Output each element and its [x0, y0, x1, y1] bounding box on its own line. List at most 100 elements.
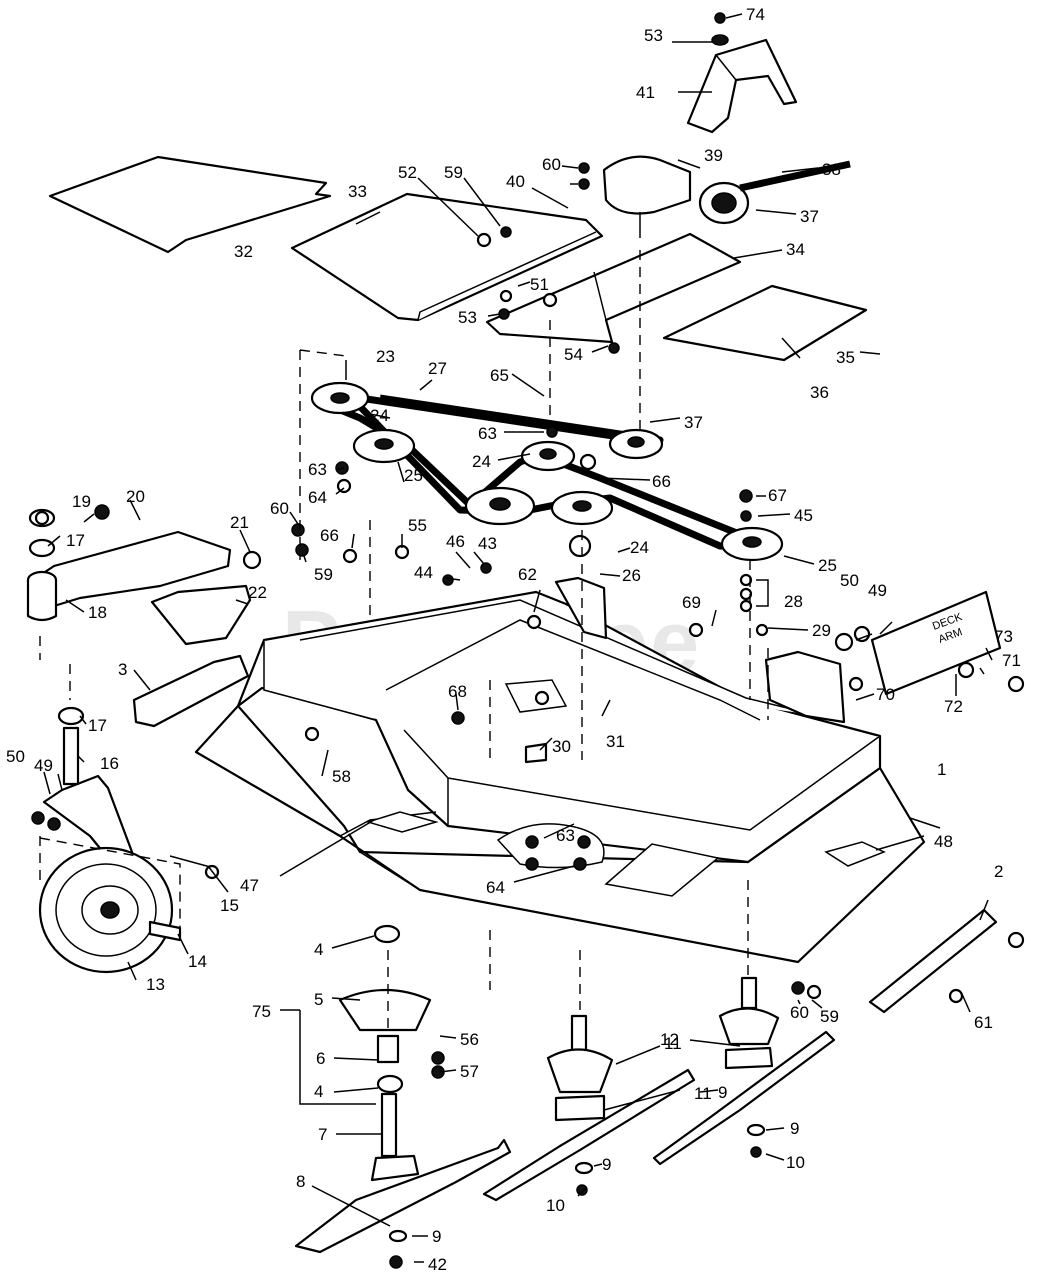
callout: 44: [414, 563, 433, 582]
callout: 3: [118, 660, 127, 679]
callout: 40: [506, 172, 525, 191]
callout: 5: [314, 990, 323, 1009]
callout: 67: [768, 486, 787, 505]
callout: 34: [786, 240, 805, 259]
callout: 63: [556, 826, 575, 845]
callout: 73: [994, 627, 1013, 646]
callout: 30: [552, 737, 571, 756]
callout: 41: [636, 83, 655, 102]
callout: 10: [786, 1153, 805, 1172]
callout: 60: [270, 499, 289, 518]
callout: 1: [937, 760, 946, 779]
callout: 17: [66, 531, 85, 550]
deck-hangers: [504, 576, 846, 724]
callout: 69: [682, 593, 701, 612]
callout: 11: [664, 1034, 682, 1053]
rear-deflector: [868, 908, 998, 1014]
callout: 6: [316, 1049, 325, 1068]
callout: 27: [428, 359, 447, 378]
callout: 28: [784, 592, 803, 611]
deck-arm: DECK ARM: [870, 590, 1002, 696]
callout: 55: [408, 516, 427, 535]
callout: 63: [478, 424, 497, 443]
callout: 65: [490, 366, 509, 385]
callout: 61: [974, 1013, 993, 1032]
callout: 39: [704, 146, 723, 165]
callout: 64: [308, 488, 327, 507]
leader-lines: [43, 13, 993, 1263]
callout: 15: [220, 896, 239, 915]
front-axle-arm: [26, 508, 232, 622]
callout: 21: [230, 513, 249, 532]
callout: 60: [790, 1003, 809, 1022]
hardware-fasteners: [31, 12, 1025, 1269]
callout: 19: [72, 492, 91, 511]
callout: 25: [404, 466, 423, 485]
discharge-side-plate: [132, 654, 250, 728]
callout: 31: [606, 732, 625, 751]
callout: 12: [660, 1030, 679, 1049]
callout: 53: [644, 26, 663, 45]
callout: 59: [820, 1007, 839, 1026]
spindle-assembly-right: [718, 976, 780, 1070]
callout: 16: [100, 754, 119, 773]
callout: 42: [428, 1255, 447, 1274]
callout: 13: [146, 975, 165, 994]
callout: 50: [840, 571, 859, 590]
callout: 18: [88, 603, 107, 622]
callout: 14: [188, 952, 207, 971]
callout: 52: [398, 163, 417, 182]
gearbox: [602, 155, 692, 238]
callout: 10: [546, 1196, 565, 1215]
callout: 49: [34, 756, 53, 775]
callout: 72: [944, 697, 963, 716]
callout: 26: [622, 566, 641, 585]
callout: 60: [542, 155, 561, 174]
callout: 46: [446, 532, 465, 551]
bracket-plate: [150, 584, 252, 646]
pulley-left: [310, 381, 416, 464]
callout: 25: [818, 556, 837, 575]
callout: 66: [320, 526, 339, 545]
alignment-lines: [39, 250, 769, 1030]
callout: 66: [652, 472, 671, 491]
callout: 37: [800, 207, 819, 226]
callout: 47: [240, 876, 259, 895]
callout: 38: [822, 160, 841, 179]
caster-wheel-assembly: [38, 706, 215, 974]
callout: 22: [248, 583, 267, 602]
callout: 74: [746, 5, 765, 24]
callout: 68: [448, 682, 467, 701]
callout: 33: [348, 182, 367, 201]
callout: 49: [868, 581, 887, 600]
belt-cover-left: [48, 155, 332, 254]
pto-pulley: [698, 160, 851, 225]
callout: 24: [370, 406, 389, 425]
callout: 7: [318, 1125, 327, 1144]
callout: 59: [444, 163, 463, 182]
callout: 62: [518, 565, 537, 584]
callout: 9: [718, 1083, 727, 1102]
pulley-right: [720, 526, 784, 562]
callout: 32: [234, 242, 253, 261]
callout: 53: [458, 308, 477, 327]
callout: 64: [486, 878, 505, 897]
callout: 35: [836, 348, 855, 367]
callout: 4: [314, 1082, 323, 1101]
callout: 58: [332, 767, 351, 786]
callout: 24: [472, 452, 491, 471]
callout: 54: [564, 345, 583, 364]
callout: 45: [794, 506, 813, 525]
belt-cover-center: [290, 192, 604, 322]
callout: 57: [460, 1062, 479, 1081]
blades: [294, 1030, 836, 1254]
spindle-assembly-left: [338, 924, 432, 1182]
callout: 36: [810, 383, 829, 402]
callout: 50: [6, 747, 25, 766]
callout: 9: [432, 1227, 441, 1246]
callout: 23: [376, 347, 395, 366]
pulley-center: [464, 428, 664, 526]
callout: 70: [876, 685, 895, 704]
callout: 43: [478, 534, 497, 553]
